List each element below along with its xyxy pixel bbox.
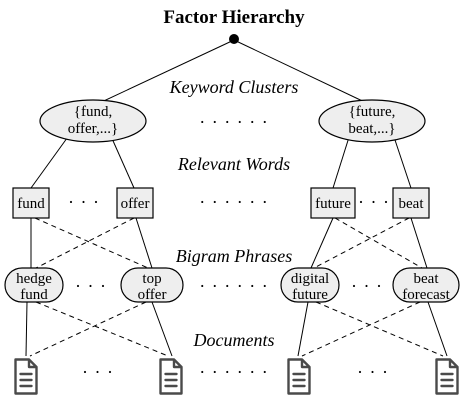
phrase-ellipsis-right: · · · bbox=[351, 276, 383, 296]
edge-cluster-left-fund bbox=[30, 133, 71, 189]
level-label-documents: Documents bbox=[193, 330, 275, 350]
cluster-node-right: {future, beat,...} bbox=[318, 99, 426, 143]
edge-root-cluster-left bbox=[92, 39, 235, 107]
edge-top-doc2 bbox=[151, 301, 173, 357]
document-ellipsis-middle: · · · · · · bbox=[199, 362, 268, 382]
document-icon bbox=[287, 358, 311, 395]
document-ellipsis-left: · · · bbox=[82, 362, 114, 382]
phrase-hedge-fund-line1: hedge bbox=[16, 271, 52, 287]
phrase-top-offer-line1: top bbox=[142, 271, 161, 287]
cluster-ellipsis: · · · · · · bbox=[199, 112, 268, 132]
word-beat-label: beat bbox=[399, 196, 425, 212]
word-ellipsis-right: · · · bbox=[358, 192, 390, 212]
cluster-left-line2: offer,...} bbox=[68, 121, 118, 137]
phrase-beat-forecast-line2: forecast bbox=[402, 287, 450, 303]
word-node-fund: fund bbox=[12, 187, 50, 219]
phrase-beat-forecast-line1: beat bbox=[414, 271, 440, 287]
phrase-node-digital-future: digital future bbox=[280, 267, 340, 303]
edge-root-cluster-right bbox=[233, 39, 374, 107]
edge-offer-top bbox=[135, 217, 153, 269]
cluster-right-line1: {future, bbox=[349, 104, 396, 120]
edge-cluster-left-offer bbox=[109, 133, 135, 189]
level-label-relevant-words: Relevant Words bbox=[177, 154, 290, 174]
edge-digital-doc3 bbox=[297, 301, 309, 357]
edge-hedge-doc1 bbox=[25, 301, 28, 357]
word-node-beat: beat bbox=[392, 187, 430, 219]
phrase-top-offer-line2: offer bbox=[138, 287, 167, 303]
edge-beat-digital bbox=[313, 217, 410, 269]
edge-fund-top bbox=[34, 217, 149, 269]
phrase-hedge-fund-line2: fund bbox=[20, 287, 48, 303]
phrase-digital-future-line1: digital bbox=[291, 271, 329, 287]
edge-top-doc1 bbox=[29, 301, 147, 357]
document-icon bbox=[435, 358, 459, 395]
word-ellipsis-middle: · · · · · · bbox=[199, 192, 268, 212]
level-label-bigram-phrases: Bigram Phrases bbox=[176, 246, 293, 266]
phrase-ellipsis-middle: · · · · · · bbox=[199, 276, 268, 296]
edge-offer-hedge bbox=[35, 217, 135, 269]
diagram-title: Factor Hierarchy bbox=[163, 7, 305, 28]
edge-cluster-right-future bbox=[332, 133, 351, 189]
cluster-node-left: {fund, offer,...} bbox=[39, 99, 147, 143]
word-node-future: future bbox=[310, 187, 356, 219]
edge-cluster-right-beat bbox=[392, 133, 412, 189]
phrase-node-hedge-fund: hedge fund bbox=[4, 267, 64, 303]
level-label-keyword-clusters: Keyword Clusters bbox=[169, 77, 299, 97]
edge-digital-doc4 bbox=[315, 301, 444, 357]
cluster-left-line1: {fund, bbox=[74, 104, 112, 120]
edge-beat-forecast bbox=[410, 217, 428, 269]
root-node-dot bbox=[229, 34, 239, 44]
document-icon bbox=[159, 358, 183, 395]
word-ellipsis-left: · · · bbox=[68, 192, 100, 212]
edge-forecast-doc4 bbox=[427, 301, 448, 357]
edge-future-digital bbox=[310, 217, 334, 269]
phrase-node-beat-forecast: beat forecast bbox=[392, 267, 460, 303]
word-node-offer: offer bbox=[116, 187, 154, 219]
document-icon bbox=[14, 358, 38, 395]
word-fund-label: fund bbox=[17, 196, 45, 212]
phrase-ellipsis-left: · · · bbox=[75, 276, 107, 296]
phrase-node-top-offer: top offer bbox=[120, 267, 184, 303]
phrase-digital-future-line2: future bbox=[292, 287, 328, 303]
word-offer-label: offer bbox=[121, 196, 150, 212]
edge-future-forecast bbox=[334, 217, 423, 269]
document-ellipsis-right: · · · bbox=[357, 362, 389, 382]
cluster-right-line2: beat,...} bbox=[348, 121, 395, 137]
edge-forecast-doc3 bbox=[301, 301, 421, 357]
edge-hedge-doc2 bbox=[35, 301, 169, 357]
word-future-label: future bbox=[315, 196, 351, 212]
